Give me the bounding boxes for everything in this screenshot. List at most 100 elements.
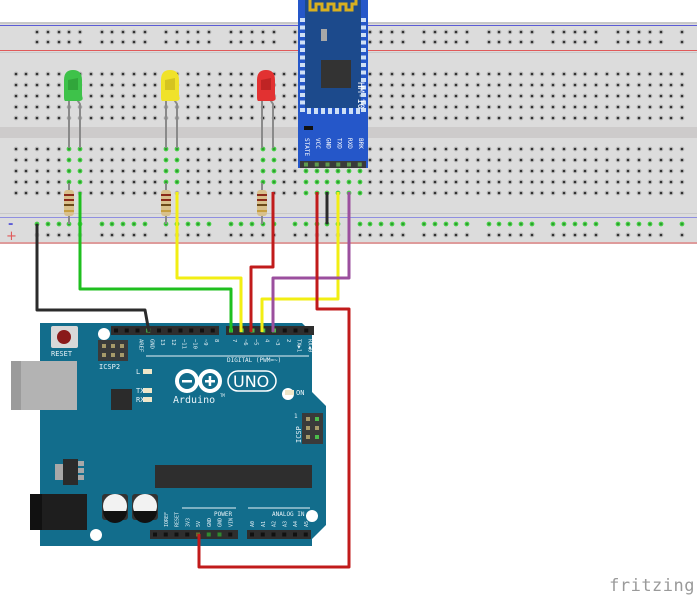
wire-red-pin5 (249, 192, 275, 332)
rail-minus-sign: - (8, 217, 13, 232)
hm10-label: HM-10 (355, 82, 365, 109)
analog-header-pin (250, 532, 254, 537)
icsp2-pin (120, 344, 124, 348)
digital-pin-label: GND (148, 339, 154, 349)
analog-header-pin (293, 532, 297, 537)
digital-pin-label: 8 (213, 339, 219, 342)
power-header-pin (206, 532, 211, 537)
arduino-board (40, 323, 326, 546)
power-pin-label: 5V (196, 521, 202, 527)
wire-yellow-pin6 (175, 192, 243, 332)
icsp-pin1-label: 1 (294, 413, 298, 420)
rail-plus-sign: + (6, 229, 17, 244)
analog-pin-label: A3 (282, 521, 288, 527)
icsp-header (302, 413, 323, 444)
wire-purple-hm10-rxd (271, 192, 351, 332)
hm10-pin (314, 162, 319, 167)
digital-header-right (226, 326, 314, 335)
digital-header-pin (114, 328, 118, 333)
hm10-pad (300, 63, 305, 67)
digital-pin-label: ~9 (202, 339, 208, 346)
wires (35, 192, 351, 569)
hm10-pin-label: VCC (314, 138, 321, 149)
analog-pin-label: A5 (304, 521, 310, 527)
digital-header-left (111, 326, 219, 335)
hm10-pad (361, 78, 366, 82)
arduino-tm: TM (220, 393, 225, 398)
hm10-pin-label: GND (325, 138, 332, 149)
wire-yellow-hm10-txd (260, 192, 340, 332)
analog-header-pin (260, 532, 265, 537)
digital-header-pin (157, 328, 161, 333)
hm10-pin-label: STATE (303, 138, 310, 156)
arduino-logo: UNO Arduino TM (173, 369, 277, 406)
hm10-pad (300, 100, 305, 105)
icsp-pin (306, 426, 310, 430)
hm10-pad (300, 85, 305, 90)
power-pin-label: IOREF (164, 512, 170, 527)
hm10-pad (342, 108, 346, 114)
arduino-text: Arduino (173, 395, 215, 406)
power-header (150, 530, 238, 539)
digital-header-pin (210, 328, 215, 333)
power-pin-label: VIN (228, 518, 234, 527)
hm10-pin (325, 162, 330, 167)
power-header-pin (185, 532, 190, 537)
capacitor-2 (132, 494, 158, 523)
resistor-2 (161, 183, 171, 224)
power-header-pin (174, 532, 179, 537)
hm10-pad (361, 85, 366, 90)
hm10-pad (361, 25, 366, 30)
led-red (257, 70, 276, 148)
power-header-pin (217, 532, 222, 537)
digital-pin-label: ~5 (253, 339, 259, 346)
power-label: POWER (214, 511, 232, 518)
digital-pin-label: ~3 (274, 339, 280, 346)
power-pin-label: RESET (175, 512, 181, 527)
led-l-label: L (136, 368, 140, 376)
icsp2-pin (111, 344, 115, 348)
icsp2-pin (120, 353, 124, 357)
analog-header-pin (282, 532, 287, 537)
digital-pin-label: 4 (263, 339, 269, 343)
icsp-pin (315, 426, 319, 430)
analog-header-pin (303, 532, 308, 537)
digital-header-pin (178, 328, 183, 333)
icsp-pin (315, 417, 319, 421)
capacitor-1 (102, 494, 128, 523)
icsp-label: ICSP (295, 426, 303, 443)
fritzing-watermark: fritzing (609, 576, 695, 596)
icsp2-header (98, 340, 128, 361)
hm10-pad (361, 93, 366, 97)
hm10-pad (300, 93, 305, 97)
hm10-pin (357, 162, 362, 167)
hm10-pad (307, 108, 311, 114)
analog-pin-label: A0 (250, 521, 256, 527)
usb-chip (111, 389, 132, 410)
hm10-pin-label: RXD (346, 138, 353, 149)
digital-pin-label: 13 (159, 339, 165, 346)
power-pin-label: 3V3 (185, 518, 191, 527)
wire-black-gnd (35, 224, 151, 333)
digital-header-pin (200, 328, 204, 333)
hm10-pad (300, 55, 305, 60)
hm10-pad (314, 108, 318, 114)
wire-green-pin7 (78, 192, 233, 332)
digital-header-pin (293, 328, 298, 333)
hm10-pad (361, 33, 366, 37)
hm10-pin (347, 162, 351, 167)
power-pin-label: GND (218, 518, 224, 527)
led-rx-label: RX (136, 396, 145, 404)
hm10-pin-label: BRK (357, 138, 364, 149)
analog-header (247, 530, 311, 539)
resistor-1 (64, 183, 74, 224)
power-header-pin (153, 532, 157, 537)
digital-pin-label: 7 (231, 339, 237, 342)
uno-badge (227, 370, 277, 392)
led-yellow (161, 70, 180, 148)
led-tx-label: TX (136, 387, 145, 395)
hm10-pad (361, 55, 366, 60)
led-green (64, 70, 83, 148)
hm10-pad (356, 108, 360, 114)
